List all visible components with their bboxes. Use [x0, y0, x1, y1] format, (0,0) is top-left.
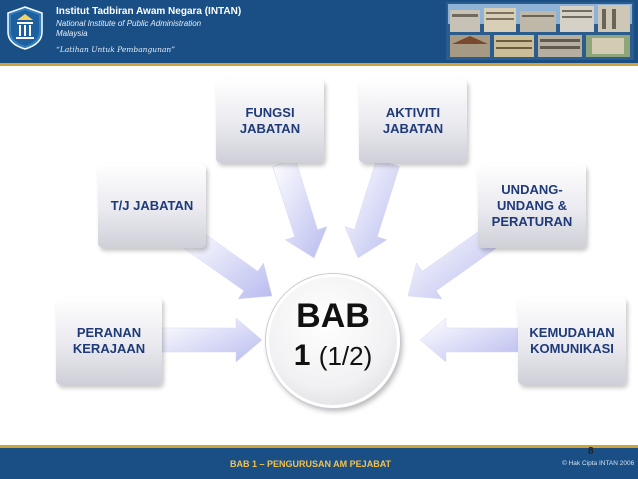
org-english-name: National Institute of Public Administrat… [56, 19, 202, 28]
center-circle: BAB 1 (1/2) [266, 274, 400, 408]
header-bar: Institut Tadbiran Awam Negara (INTAN) Na… [0, 0, 638, 63]
arrow-from-aktiviti [344, 159, 400, 259]
footer-chapter-title: BAB 1 – PENGURUSAN AM PEJABAT [230, 459, 392, 469]
box-peranan-kerajaan: PERANAN KERAJAAN [56, 297, 162, 385]
center-chapter-number: 1 [293, 339, 311, 372]
arrow-from-undang [407, 227, 498, 300]
box-aktiviti-jabatan: AKTIVITI JABATAN [359, 79, 467, 163]
box-fungsi-jabatan-label: FUNGSI JABATAN [239, 105, 301, 136]
footer-bar [0, 448, 638, 479]
org-country: Malaysia [56, 29, 88, 38]
box-kemudahan-komunikasi: KEMUDAHAN KOMUNIKASI [518, 297, 626, 385]
header-divider [0, 63, 638, 66]
center-chapter-part: (1/2) [318, 341, 373, 371]
center-subtitle: 1 (1/2) [269, 339, 397, 373]
arrow-from-tj-jabatan [182, 227, 273, 300]
org-name: Institut Tadbiran Awam Negara (INTAN) [56, 6, 242, 17]
box-tj-jabatan: T/J JABATAN [98, 164, 206, 248]
footer-divider [0, 445, 638, 448]
box-tj-jabatan-label: T/J JABATAN [110, 198, 194, 213]
box-undang-undang: UNDANG- UNDANG & PERATURAN [478, 164, 586, 248]
intan-logo-icon [7, 6, 43, 50]
org-motto: “Latihan Untuk Pembangunan” [56, 45, 176, 54]
building-photos-image [446, 2, 634, 60]
center-title: BAB [296, 297, 370, 335]
box-peranan-kerajaan-label: PERANAN KERAJAAN [72, 325, 146, 356]
arrow-from-fungsi [272, 159, 328, 259]
box-fungsi-jabatan: FUNGSI JABATAN [216, 79, 324, 163]
page-number: 8 [588, 446, 594, 457]
box-kemudahan-komunikasi-label: KEMUDAHAN KOMUNIKASI [529, 325, 615, 356]
arrow-from-kemudahan [419, 317, 519, 363]
box-undang-undang-label: UNDANG- UNDANG & PERATURAN [491, 182, 573, 229]
box-aktiviti-jabatan-label: AKTIVITI JABATAN [382, 105, 444, 136]
arrow-from-peranan [161, 317, 263, 363]
copyright-notice: © Hak Cipta INTAN 2006 [562, 460, 635, 467]
